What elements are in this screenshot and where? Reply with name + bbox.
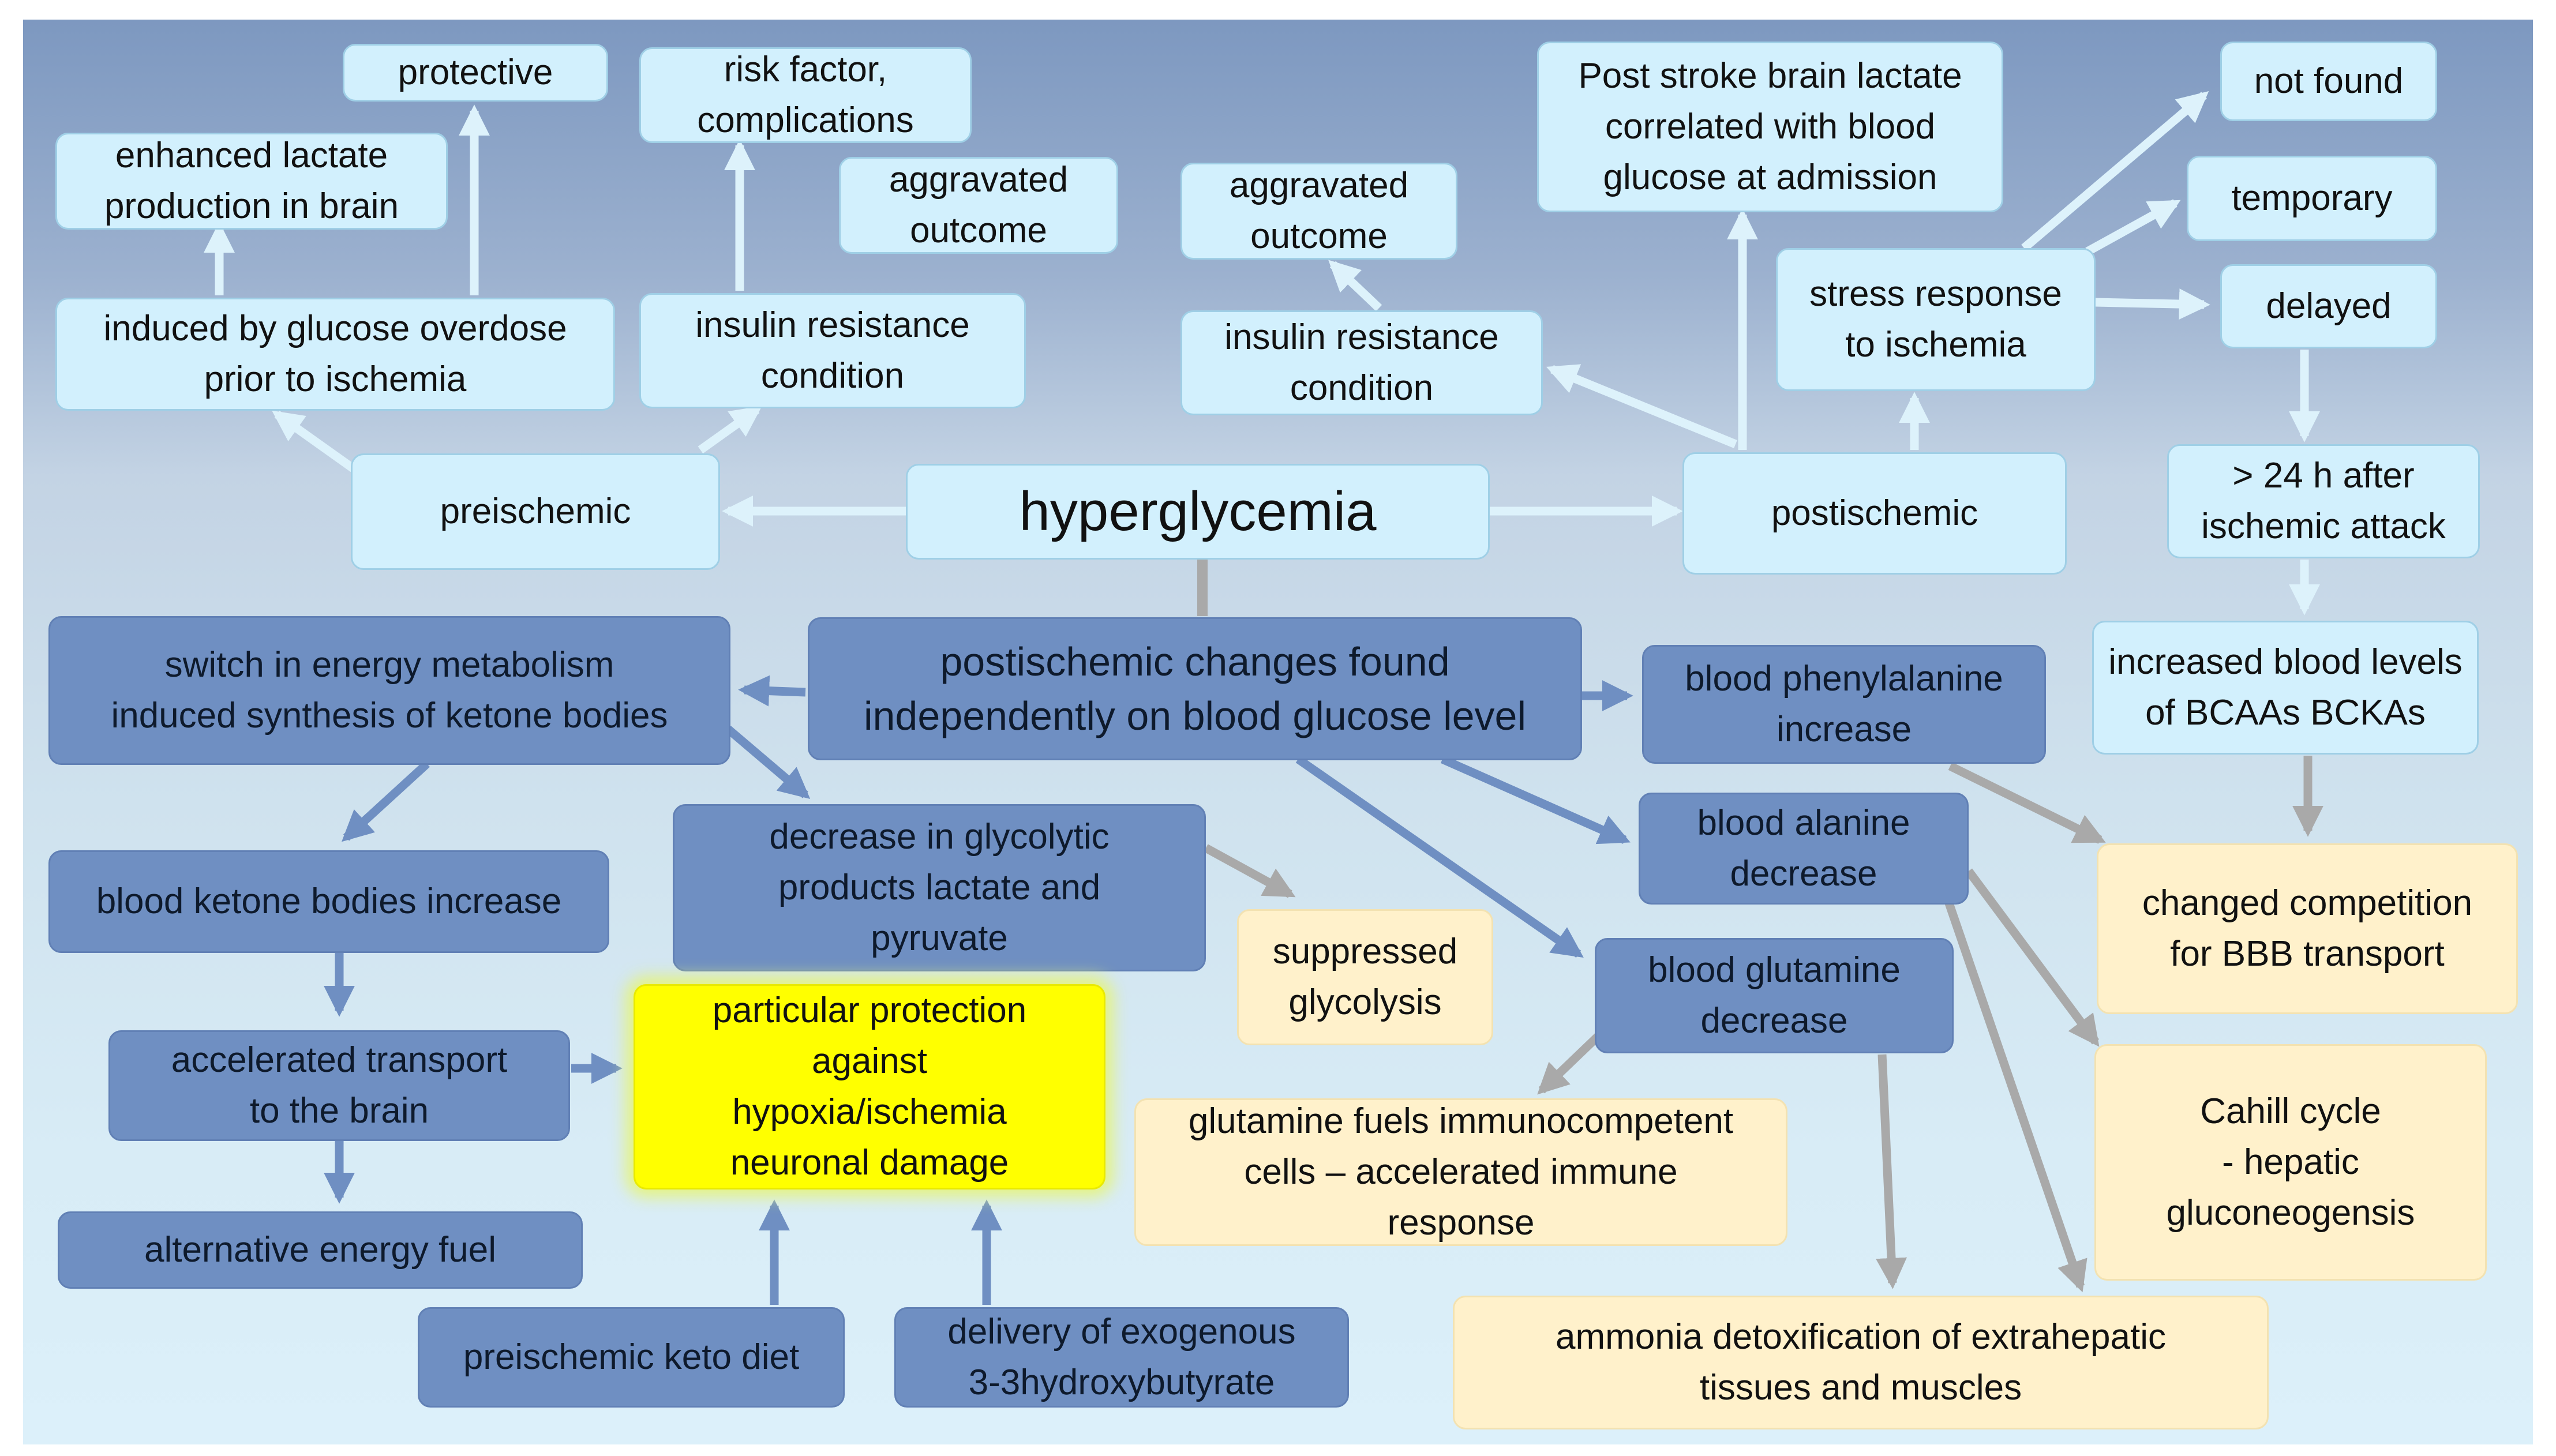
post-stroke-lactate-node[interactable]: Post stroke brain lactate correlated wit…: [1537, 42, 2003, 212]
stress-response-node[interactable]: stress response to ischemia: [1776, 248, 2096, 391]
insulin-resistance-post-node[interactable]: insulin resistance condition: [1180, 310, 1543, 415]
preischemic-keto-diet-node[interactable]: preischemic keto diet: [418, 1307, 845, 1408]
arrow-stress-to-not-found: [2021, 91, 2209, 252]
postischemic-node[interactable]: postischemic: [1682, 452, 2067, 575]
glutamine-fuels-node[interactable]: glutamine fuels immunocompetent cells – …: [1134, 1098, 1787, 1246]
glucose-overdose-node[interactable]: induced by glucose overdose prior to isc…: [55, 298, 615, 411]
alternative-energy-fuel-node[interactable]: alternative energy fuel: [58, 1211, 583, 1289]
arrow-switch-to-decrease-glycolytic: [725, 726, 811, 799]
arrow-glutamine-to-ammonia: [1876, 1054, 1907, 1289]
arrow-insulin-post-to-aggravated: [1328, 260, 1382, 312]
insulin-resistance-pre-node[interactable]: insulin resistance condition: [639, 293, 1026, 408]
blood-alanine-node[interactable]: blood alanine decrease: [1639, 793, 1969, 905]
arrow-changes-to-glutamine: [1295, 755, 1584, 958]
arrow-alanine-to-cahill: [1965, 868, 2100, 1047]
arrow-postischemic-to-insulin-post: [1546, 364, 1737, 448]
exogenous-delivery-node[interactable]: delivery of exogenous 3-3hydroxybutyrate: [894, 1307, 1349, 1408]
protective-node[interactable]: protective: [343, 44, 608, 102]
risk-factor-node[interactable]: risk factor, complications: [639, 47, 972, 143]
arrow-alanine-to-ammonia: [1943, 898, 2087, 1293]
aggravated-outcome-post-node[interactable]: aggravated outcome: [1180, 163, 1457, 260]
temporary-node[interactable]: temporary: [2187, 156, 2437, 241]
arrow-preischemic-to-glucose-overdose: [272, 410, 356, 472]
aggravated-outcome-pre-node[interactable]: aggravated outcome: [839, 157, 1118, 254]
hyperglycemia-node[interactable]: hyperglycemia: [906, 464, 1490, 560]
arrow-preischemic-to-insulin: [698, 406, 762, 454]
arrow-stress-to-temporary: [2085, 199, 2181, 256]
enhanced-lactate-node[interactable]: enhanced lactate production in brain: [55, 133, 448, 230]
blood-glutamine-node[interactable]: blood glutamine decrease: [1595, 938, 1954, 1053]
arrow-glutamine-to-fuels: [1537, 1033, 1602, 1095]
not-found-node[interactable]: not found: [2220, 42, 2437, 121]
bbb-competition-node[interactable]: changed competition for BBB transport: [2097, 843, 2518, 1014]
cahill-cycle-node[interactable]: Cahill cycle - hepatic gluconeogensis: [2094, 1044, 2487, 1281]
blood-phenylalanine-node[interactable]: blood phenylalanine increase: [1642, 645, 2046, 764]
switch-energy-metabolism-node[interactable]: switch in energy metabolism induced synt…: [48, 616, 730, 765]
arrow-changes-to-switch: [738, 675, 806, 707]
bcaa-levels-node[interactable]: increased blood levels of BCAAs BCKAs: [2092, 621, 2479, 755]
accelerated-transport-node[interactable]: accelerated transport to the brain: [108, 1030, 570, 1141]
arrow-phenylalanine-to-bbb: [1948, 762, 2106, 844]
suppressed-glycolysis-node[interactable]: suppressed glycolysis: [1237, 909, 1493, 1045]
particular-protection-node[interactable]: particular protection against hypoxia/is…: [634, 984, 1105, 1189]
blood-ketone-increase-node[interactable]: blood ketone bodies increase: [48, 850, 609, 953]
arrow-glycolytic-to-suppressed: [1204, 844, 1296, 898]
postischemic-changes-node[interactable]: postischemic changes found independently…: [808, 617, 1582, 760]
decrease-glycolytic-node[interactable]: decrease in glycolytic products lactate …: [673, 804, 1206, 971]
ammonia-detoxification-node[interactable]: ammonia detoxification of extrahepatic t…: [1453, 1296, 2269, 1429]
arrow-switch-to-ketone: [342, 760, 430, 842]
arrow-changes-to-alanine: [1440, 755, 1631, 845]
arrow-stress-to-delayed: [2095, 288, 2210, 320]
after-24h-node[interactable]: > 24 h after ischemic attack: [2167, 444, 2480, 558]
preischemic-node[interactable]: preischemic: [351, 453, 720, 570]
delayed-node[interactable]: delayed: [2220, 264, 2437, 348]
